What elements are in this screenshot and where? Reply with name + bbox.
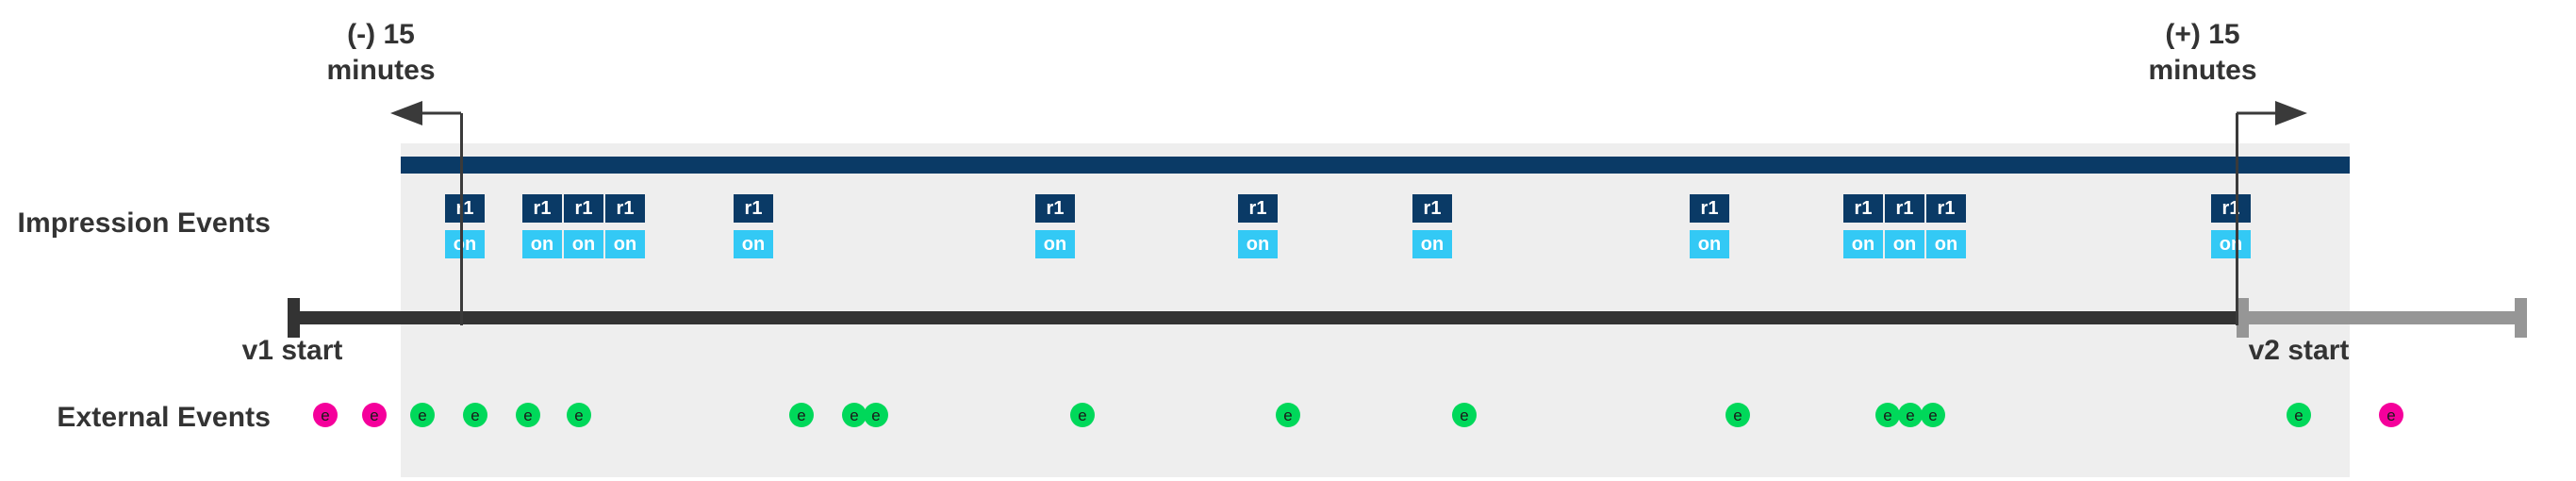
impression-badge-on[interactable]: on: [1690, 230, 1729, 258]
external-event-15[interactable]: e: [1898, 403, 1923, 427]
impression-badge-r1[interactable]: r1: [1412, 194, 1452, 223]
minus-15-minutes-label: (-) 15 minutes: [277, 17, 485, 90]
external-event-11[interactable]: e: [1276, 403, 1300, 427]
impression-on-badge-row: on: [445, 230, 487, 258]
plus-15-minutes-label-line: (+) 15: [2165, 19, 2240, 50]
external-event-3[interactable]: e: [410, 403, 435, 427]
matching-window-panel: [401, 143, 2350, 477]
minus-15-minutes-drop-line: [460, 113, 463, 325]
impression-badge-on[interactable]: on: [445, 230, 485, 258]
impression-group-7: r1 on: [1690, 194, 1731, 258]
v2-start-label: v2 start: [2248, 335, 2350, 366]
impression-r-badge-row: r1: [734, 194, 775, 223]
v1-start-label: v1 start: [241, 335, 343, 366]
v1-active-bar: [401, 157, 2350, 174]
impression-badge-on[interactable]: on: [1843, 230, 1883, 258]
minus-15-minutes-label-line: minutes: [326, 55, 436, 87]
impression-group-1: r1 on: [445, 194, 487, 258]
impression-r-badge-row: r1: [445, 194, 487, 223]
impression-badge-on[interactable]: on: [522, 230, 562, 258]
impression-badge-r1[interactable]: r1: [1926, 194, 1966, 223]
impression-badge-r1[interactable]: r1: [2211, 194, 2251, 223]
impression-group-6: r1 on: [1412, 194, 1454, 258]
external-event-18[interactable]: e: [2379, 403, 2403, 427]
v2-segment: [2237, 311, 2527, 324]
impression-badge-on[interactable]: on: [1412, 230, 1452, 258]
impression-badge-r1[interactable]: r1: [1690, 194, 1729, 223]
external-event-8[interactable]: e: [842, 403, 867, 427]
impression-events-row-label: Impression Events: [17, 207, 271, 239]
external-event-17[interactable]: e: [2287, 403, 2311, 427]
minus-15-minutes-label-line: (-) 15: [347, 19, 415, 50]
impression-r-badge-row: r1: [1412, 194, 1454, 223]
impression-on-badge-row: on: [2211, 230, 2253, 258]
impression-badge-r1[interactable]: r1: [445, 194, 485, 223]
external-event-12[interactable]: e: [1452, 403, 1477, 427]
external-event-7[interactable]: e: [789, 403, 814, 427]
external-event-9[interactable]: e: [864, 403, 888, 427]
impression-r-badge-row: r1: [1238, 194, 1280, 223]
external-event-13[interactable]: e: [1726, 403, 1750, 427]
external-event-4[interactable]: e: [463, 403, 487, 427]
impression-on-badge-row: on: [1238, 230, 1280, 258]
impression-group-5: r1 on: [1238, 194, 1280, 258]
impression-badge-on[interactable]: on: [605, 230, 645, 258]
v1-segment-start-cap: [288, 298, 300, 338]
impression-badge-r1[interactable]: r1: [1885, 194, 1924, 223]
v2-segment-start-cap: [2237, 298, 2249, 338]
external-event-6[interactable]: e: [567, 403, 591, 427]
impression-badge-r1[interactable]: r1: [522, 194, 562, 223]
impression-r-badge-row: r1: [2211, 194, 2253, 223]
impression-badge-on[interactable]: on: [564, 230, 603, 258]
impression-badge-r1[interactable]: r1: [564, 194, 603, 223]
impression-group-9: r1 on: [2211, 194, 2253, 258]
external-event-16[interactable]: e: [1921, 403, 1945, 427]
plus-15-minutes-label-line: minutes: [2148, 55, 2257, 87]
impression-badge-r1[interactable]: r1: [1035, 194, 1075, 223]
impression-on-badge-row: on: [1412, 230, 1454, 258]
plus-15-minutes-label: (+) 15 minutes: [2099, 17, 2306, 90]
impression-on-badge-row: on: [734, 230, 775, 258]
plus-15-minutes-arrow-head-icon: [2275, 101, 2307, 125]
impression-badge-r1[interactable]: r1: [734, 194, 773, 223]
impression-badge-on[interactable]: on: [1238, 230, 1278, 258]
external-event-1[interactable]: e: [313, 403, 338, 427]
impression-on-badge-row: on: [1035, 230, 1077, 258]
impression-r-badge-row: r1: [1035, 194, 1077, 223]
v2-segment-end-cap: [2515, 298, 2527, 338]
impression-badge-on[interactable]: on: [1926, 230, 1966, 258]
external-event-5[interactable]: e: [516, 403, 540, 427]
impression-group-3: r1 on: [734, 194, 775, 258]
impression-badge-on[interactable]: on: [1885, 230, 1924, 258]
external-event-2[interactable]: e: [362, 403, 387, 427]
impression-badge-on[interactable]: on: [2211, 230, 2251, 258]
v1-segment: [288, 311, 2237, 324]
minus-15-minutes-arrow-head-icon: [390, 101, 422, 125]
external-events-row-label: External Events: [57, 402, 271, 433]
impression-group-4: r1 on: [1035, 194, 1077, 258]
plus-15-minutes-drop-line: [2236, 113, 2238, 325]
impression-badge-on[interactable]: on: [734, 230, 773, 258]
external-event-10[interactable]: e: [1070, 403, 1095, 427]
external-event-14[interactable]: e: [1875, 403, 1900, 427]
impression-badge-r1[interactable]: r1: [1238, 194, 1278, 223]
impression-badge-r1[interactable]: r1: [605, 194, 645, 223]
impression-r-badge-row: r1: [1690, 194, 1731, 223]
impression-badge-on[interactable]: on: [1035, 230, 1075, 258]
impression-on-badge-row: on: [1690, 230, 1731, 258]
impression-badge-r1[interactable]: r1: [1843, 194, 1883, 223]
